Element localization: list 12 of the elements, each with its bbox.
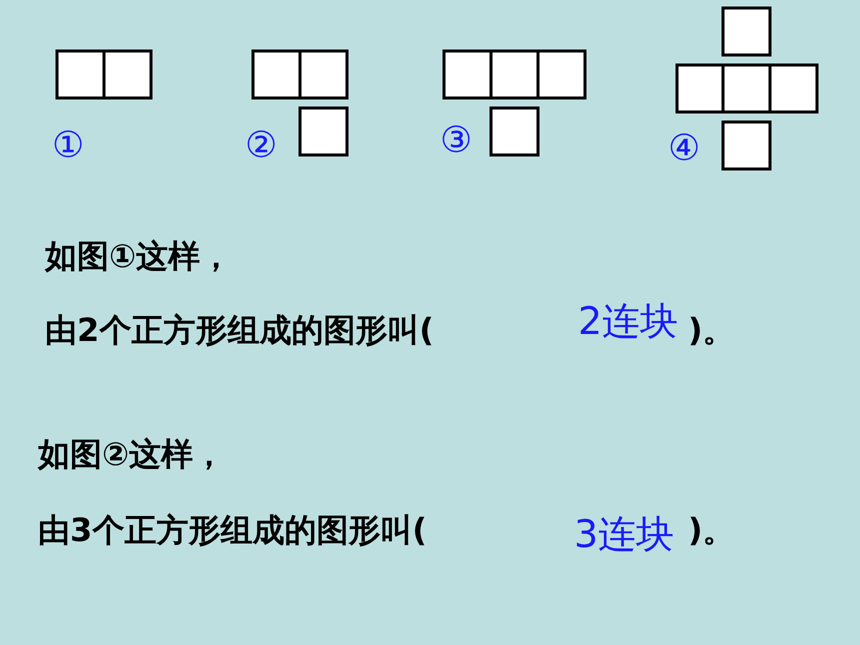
figure-number: ④ bbox=[668, 131, 700, 167]
sentence-text: )。 bbox=[688, 314, 735, 346]
figure-number: ① bbox=[52, 128, 84, 164]
answer-text: 2连块 bbox=[578, 302, 678, 340]
sentence-text: 如图②这样， bbox=[38, 438, 226, 470]
figure-number: ② bbox=[245, 128, 278, 164]
sentence-text: 由3个正方形组成的图形叫( bbox=[38, 514, 427, 546]
sentence-text: )。 bbox=[688, 514, 735, 546]
sentence-text: 如图①这样， bbox=[45, 240, 232, 272]
sentence-text: 由2个正方形组成的图形叫( bbox=[45, 314, 434, 346]
answer-text: 3连块 bbox=[574, 515, 674, 553]
figure-number: ③ bbox=[440, 123, 472, 159]
